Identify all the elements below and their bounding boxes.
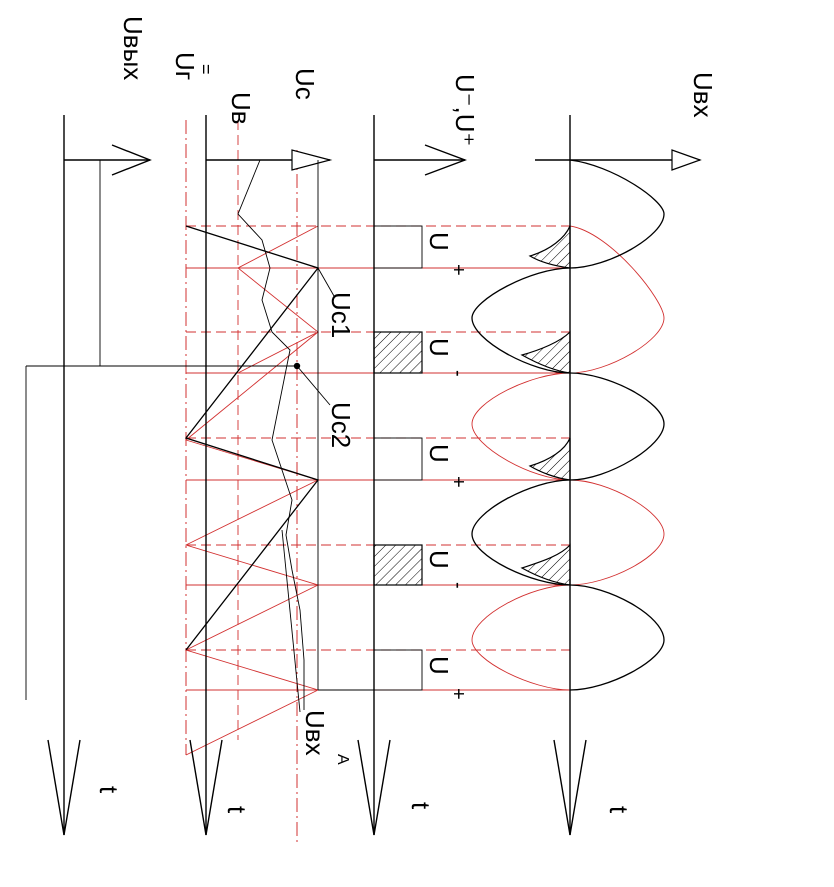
pulse-label-1: U (424, 232, 454, 251)
label-u-minus-plus: U⁻,U⁺ (450, 74, 480, 146)
label-u-vx-a: Uвх (300, 710, 330, 756)
time-label-1: t (604, 806, 634, 814)
capacitor-voltage-curves (184, 159, 320, 710)
label-u-g-mark: = (196, 64, 216, 75)
input-sine-curve (471, 159, 665, 691)
label-u-c: Uc (290, 68, 320, 100)
pulse-label-5: U (424, 656, 454, 675)
pulse-label-4: U (424, 550, 454, 569)
red-reference-lines (185, 120, 298, 845)
label-u-vx-a-sup: A (334, 754, 351, 765)
output-signal (25, 160, 301, 700)
pulse-sign-4: - (447, 582, 469, 589)
pulse-labels: U + U - U + U - U + (424, 232, 469, 700)
label-u-vyh: Uвых (118, 16, 148, 80)
time-label-3: t (222, 806, 252, 814)
pulse-sign-1: + (447, 264, 469, 276)
label-u-g: Uг (170, 52, 200, 80)
pulse-label-2: U (424, 338, 454, 357)
time-label-2: t (406, 802, 436, 810)
label-u-v: Uв (226, 92, 256, 125)
label-u-vx: Uвх (688, 72, 718, 118)
time-label-4: t (94, 786, 124, 794)
pulse-sign-3: + (447, 476, 469, 488)
axis-labels: Uвх U⁻,U⁺ Uc Uв Uг = Uвых (118, 16, 718, 146)
pulses (373, 225, 423, 691)
pulse-sign-2: - (447, 370, 469, 377)
label-u-c1: Uc1 (326, 292, 356, 338)
pulse-sign-5: + (447, 688, 469, 700)
label-u-c2: Uc2 (326, 402, 356, 448)
sine-hatched-areas (520, 225, 571, 586)
red-guide-lines (186, 225, 570, 691)
pulse-label-3: U (424, 444, 454, 463)
curve-labels: Uc1 Uc2 Uвх A (300, 292, 356, 765)
time-labels: t t t t (94, 786, 634, 814)
leader-lines (281, 267, 335, 713)
axis-u-vyh (47, 115, 152, 836)
axis-u-c (189, 115, 374, 836)
